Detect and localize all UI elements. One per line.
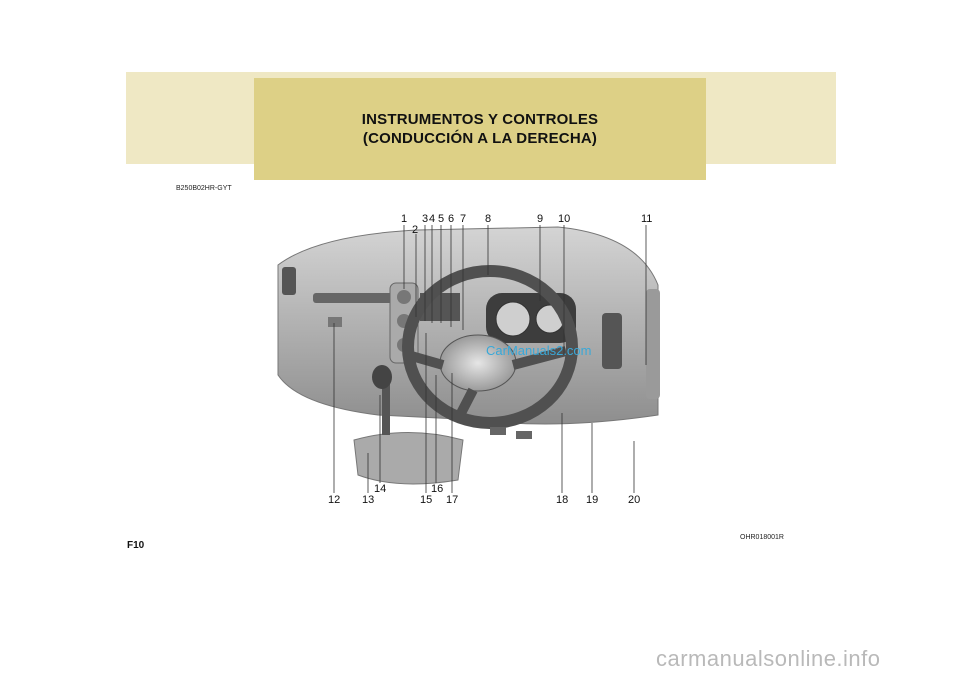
callout-3: 3 <box>422 213 428 225</box>
speedometer <box>495 301 531 337</box>
left-vent <box>282 267 296 295</box>
callout-10: 10 <box>558 213 570 225</box>
callout-19: 19 <box>586 494 598 506</box>
center-tunnel <box>353 432 464 485</box>
callout-15: 15 <box>420 494 432 506</box>
glovebox-handle <box>328 317 342 327</box>
steering-wheel <box>402 265 578 429</box>
section-code: B250B02HR-GYT <box>176 185 232 192</box>
callout-7: 7 <box>460 213 466 225</box>
gear-lever <box>382 380 390 435</box>
callout-18: 18 <box>556 494 568 506</box>
page-title-line2: (CONDUCCIÓN A LA DERECHA) <box>362 130 598 147</box>
footer-watermark[interactable]: carmanualsonline.info <box>656 646 881 671</box>
watermark-center: CarManuals2.com <box>486 343 592 358</box>
callout-11: 11 <box>641 213 652 225</box>
dash-end-panel <box>646 289 660 399</box>
title-box: INSTRUMENTOS Y CONTROLES (CONDUCCIÓN A L… <box>254 78 706 180</box>
callout-5: 5 <box>438 213 444 225</box>
callout-14: 14 <box>374 483 386 495</box>
gear-knob <box>372 365 392 389</box>
pedal-1 <box>490 427 506 435</box>
right-vent <box>602 313 622 369</box>
callout-6: 6 <box>448 213 454 225</box>
callout-1: 1 <box>401 213 407 225</box>
page-number: F10 <box>127 540 145 551</box>
callout-12: 12 <box>328 494 340 506</box>
callout-20: 20 <box>628 494 640 506</box>
glovebox-slot <box>313 293 393 303</box>
pedal-2 <box>516 431 532 439</box>
callout-16: 16 <box>431 483 443 495</box>
callout-2: 2 <box>412 224 418 236</box>
page-title-line1: INSTRUMENTOS Y CONTROLES <box>361 111 599 128</box>
image-code: OHR018001R <box>740 534 784 541</box>
callout-9: 9 <box>537 213 543 225</box>
steering-spokes <box>406 346 568 422</box>
callout-4: 4 <box>429 213 435 225</box>
callout-13: 13 <box>362 494 374 506</box>
dashboard-illustration: 1 2 3 4 5 6 7 8 9 10 11 12 13 14 15 16 1… <box>277 213 660 506</box>
callout-17: 17 <box>446 494 458 506</box>
knob-1 <box>397 290 411 304</box>
callout-8: 8 <box>485 213 491 225</box>
